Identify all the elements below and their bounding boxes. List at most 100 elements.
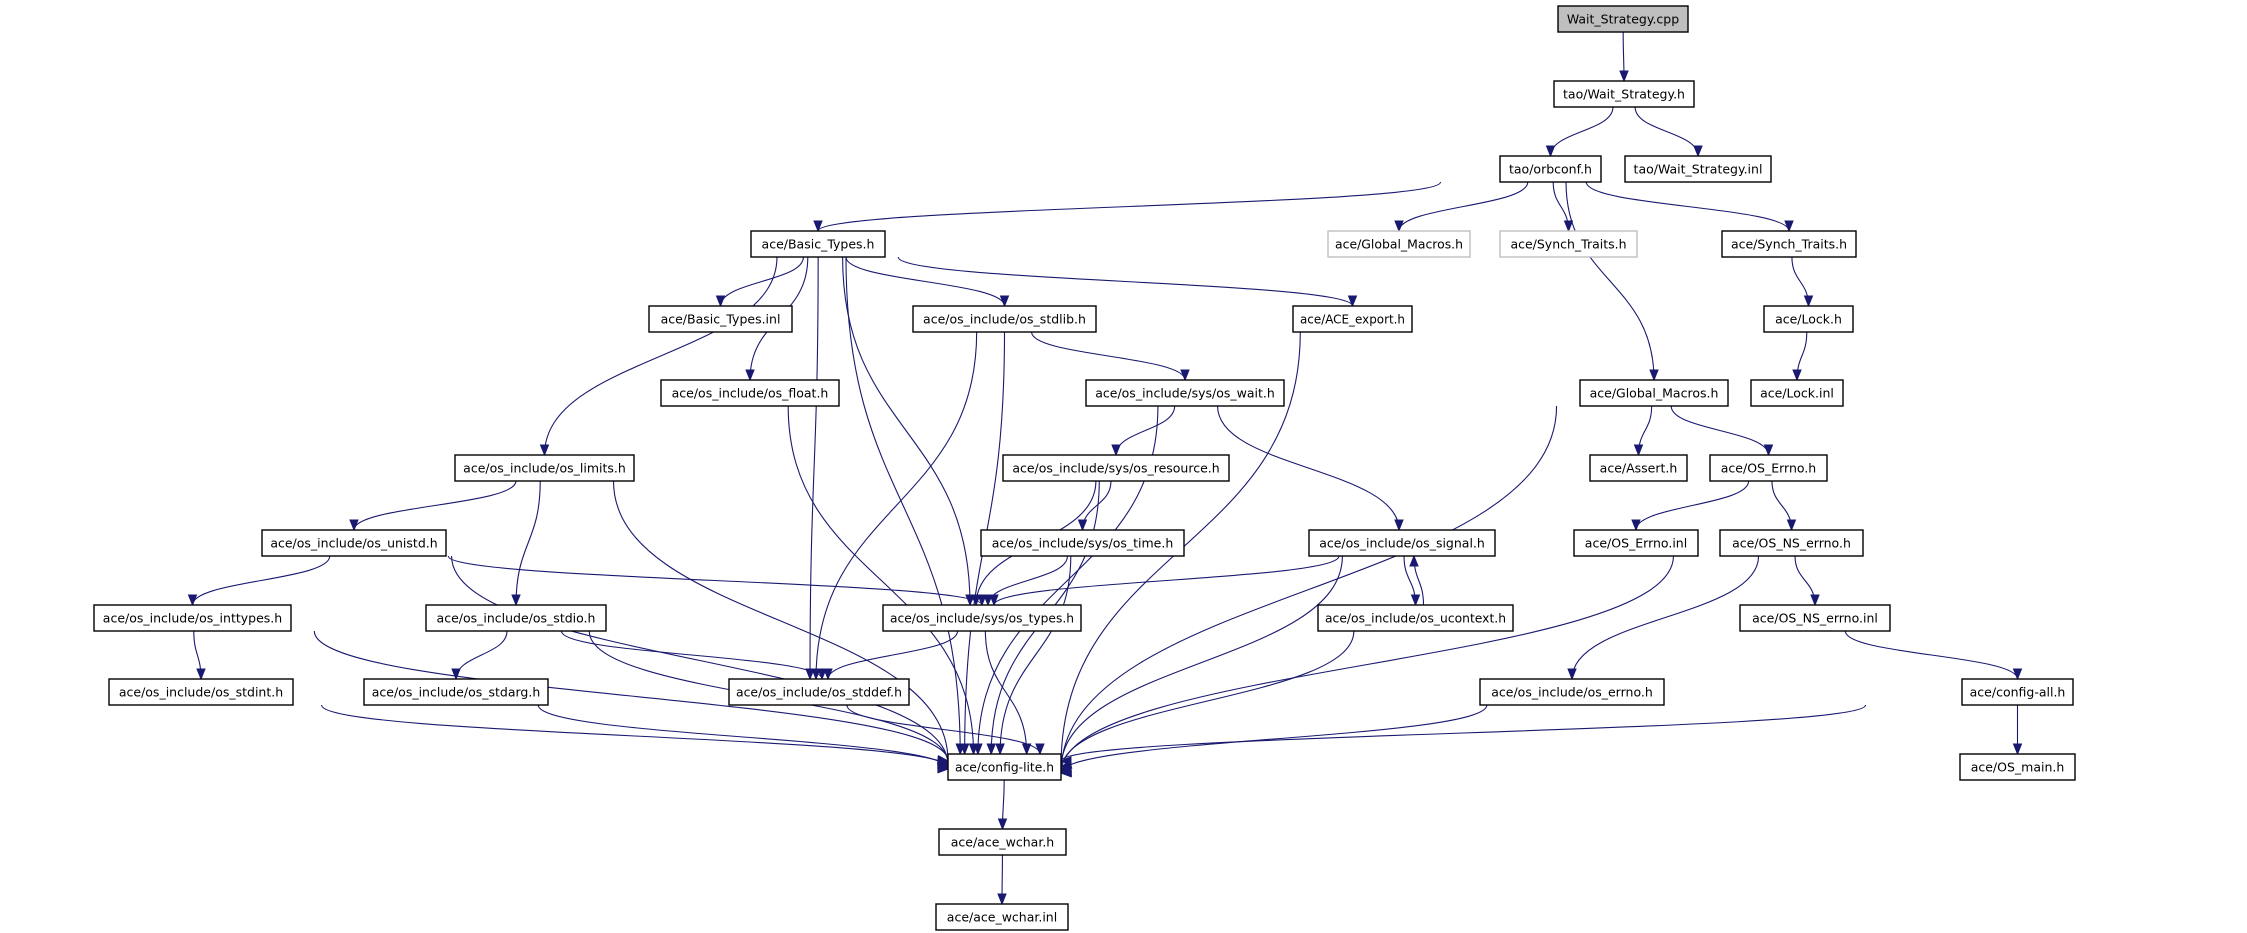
node-box[interactable]	[425, 604, 607, 632]
node-ace-os-include-os-limits-h[interactable]: ace/os_include/os_limits.h	[454, 454, 635, 482]
node-box[interactable]	[1557, 5, 1689, 33]
node-box[interactable]	[1317, 604, 1514, 632]
node-ace-os-include-os-float-h[interactable]: ace/os_include/os_float.h	[660, 379, 840, 407]
node-box[interactable]	[1573, 529, 1699, 557]
node-box[interactable]	[648, 305, 793, 333]
arrowhead-icon	[1810, 594, 1820, 607]
node-ace-os-include-os-signal-h[interactable]: ace/os_include/os_signal.h	[1308, 529, 1496, 557]
node-box[interactable]	[728, 678, 910, 706]
node-box[interactable]	[938, 828, 1067, 856]
node-ace-lock-inl[interactable]: ace/Lock.inl	[1750, 379, 1844, 407]
node-ace-os-include-os-inttypes-h[interactable]: ace/os_include/os_inttypes.h	[93, 604, 292, 632]
node-ace-config-lite-h[interactable]: ace/config-lite.h	[947, 753, 1062, 781]
node-ace-os-include-os-stdlib-h[interactable]: ace/os_include/os_stdlib.h	[912, 305, 1097, 333]
node-box[interactable]	[1553, 80, 1695, 108]
node-label: ace/OS_Errno.h	[1721, 461, 1816, 476]
node-tao-wait-strategy-h[interactable]: tao/Wait_Strategy.h	[1553, 80, 1695, 108]
node-ace-os-include-os-stddef-h[interactable]: ace/os_include/os_stddef.h	[728, 678, 910, 706]
node-label: ace/Lock.h	[1775, 312, 1842, 327]
node-ace-os-include-sys-os-time-h[interactable]: ace/os_include/sys/os_time.h	[980, 529, 1185, 557]
arrowhead-icon	[1563, 220, 1574, 233]
node-ace-ace-wchar-h[interactable]: ace/ace_wchar.h	[938, 828, 1067, 856]
node-ace-os-include-os-unistd-h[interactable]: ace/os_include/os_unistd.h	[261, 529, 447, 557]
node-ace-lock-h[interactable]: ace/Lock.h	[1763, 305, 1854, 333]
node-box[interactable]	[1709, 454, 1828, 482]
node-box[interactable]	[1961, 678, 2074, 706]
node-ace-os-ns-errno-inl[interactable]: ace/OS_NS_errno.inl	[1739, 604, 1891, 632]
node-box[interactable]	[882, 604, 1082, 632]
node-label: ace/os_include/os_stdio.h	[437, 611, 596, 626]
node-ace-os-include-sys-os-types-h[interactable]: ace/os_include/sys/os_types.h	[882, 604, 1082, 632]
edge-line	[787, 405, 975, 755]
edge-line	[984, 630, 1028, 755]
node-box[interactable]	[1589, 454, 1688, 482]
node-ace-os-include-sys-os-wait-h[interactable]: ace/os_include/sys/os_wait.h	[1085, 379, 1285, 407]
node-box[interactable]	[1750, 379, 1844, 407]
node-box[interactable]	[261, 529, 447, 557]
node-ace-config-all-h[interactable]: ace/config-all.h	[1961, 678, 2074, 706]
node-box[interactable]	[454, 454, 635, 482]
edge-line	[320, 704, 949, 768]
edge-n4-to-n10	[897, 256, 1358, 308]
node-ace-global-macros-h[interactable]: ace/Global_Macros.h	[1579, 379, 1729, 407]
node-ace-os-errno-h[interactable]: ace/OS_Errno.h	[1709, 454, 1828, 482]
node-box[interactable]	[1579, 379, 1729, 407]
node-box[interactable]	[108, 678, 294, 706]
node-box[interactable]	[93, 604, 292, 632]
node-box[interactable]	[660, 379, 840, 407]
node-box[interactable]	[980, 529, 1185, 557]
node-ace-synch-traits-h[interactable]: ace/Synch_Traits.h	[1721, 230, 1857, 258]
node-ace-basic-types-h[interactable]: ace/Basic_Types.h	[750, 230, 886, 258]
node-ace-ace-export-h[interactable]: ace/ACE_export.h	[1292, 305, 1413, 333]
node-box[interactable]	[912, 305, 1097, 333]
arrowhead-icon	[2012, 743, 2023, 756]
edge-n19-to-n23	[1631, 480, 1750, 532]
node-box[interactable]	[363, 678, 549, 706]
arrowhead-icon	[1059, 768, 1072, 778]
node-ace-os-include-os-ucontext-h[interactable]: ace/os_include/os_ucontext.h	[1317, 604, 1514, 632]
arrowhead-icon	[349, 519, 359, 532]
node-tao-wait-strategy-inl[interactable]: tao/Wait_Strategy.inl	[1624, 155, 1772, 183]
node-box[interactable]	[1624, 155, 1772, 183]
nodes-layer: Wait_Strategy.cpp tao/Wait_Strategy.h tao/…	[93, 5, 2076, 931]
node-box	[1499, 230, 1638, 258]
node-box[interactable]	[1499, 155, 1602, 183]
node-box[interactable]	[1959, 753, 2076, 781]
node-box[interactable]	[1085, 379, 1285, 407]
node-box[interactable]	[1763, 305, 1854, 333]
edge-n2-to-n7	[1585, 181, 1794, 233]
node-box[interactable]	[1479, 678, 1665, 706]
node-ace-basic-types-inl[interactable]: ace/Basic_Types.inl	[648, 305, 793, 333]
node-box[interactable]	[1002, 454, 1230, 482]
node-ace-os-errno-inl[interactable]: ace/OS_Errno.inl	[1573, 529, 1699, 557]
node-ace-os-include-os-stdint-h[interactable]: ace/os_include/os_stdint.h	[108, 678, 294, 706]
node-box[interactable]	[947, 753, 1062, 781]
edge-n1-to-n2	[1545, 106, 1614, 158]
edge-n28-to-n22	[1409, 554, 1425, 606]
node-box[interactable]	[1719, 529, 1864, 557]
node-ace-os-include-os-stdarg-h[interactable]: ace/os_include/os_stdarg.h	[363, 678, 549, 706]
node-box[interactable]	[1308, 529, 1496, 557]
arrowhead-icon	[1347, 295, 1358, 308]
arrowhead-icon	[1792, 369, 1802, 382]
node-ace-ace-wchar-inl[interactable]: ace/ace_wchar.inl	[935, 903, 1069, 931]
edge-n24-to-n33	[1567, 555, 1760, 681]
node-box[interactable]	[1721, 230, 1857, 258]
node-ace-assert-h[interactable]: ace/Assert.h	[1589, 454, 1688, 482]
node-ace-os-include-os-errno-h[interactable]: ace/os_include/os_errno.h	[1479, 678, 1665, 706]
node-ace-os-include-sys-os-resource-h[interactable]: ace/os_include/sys/os_resource.h	[1002, 454, 1230, 482]
node-ace-os-ns-errno-h[interactable]: ace/OS_NS_errno.h	[1719, 529, 1864, 557]
node-box[interactable]	[750, 230, 886, 258]
arrowhead-icon	[983, 594, 993, 607]
edge-line	[1060, 704, 1488, 774]
edge-line	[1585, 181, 1790, 232]
node-box[interactable]	[935, 903, 1069, 931]
node-wait-strategy-cpp[interactable]: Wait_Strategy.cpp	[1557, 5, 1689, 33]
node-tao-orbconf-h[interactable]: tao/orbconf.h	[1499, 155, 1602, 183]
node-box[interactable]	[1739, 604, 1891, 632]
node-box[interactable]	[1292, 305, 1413, 333]
node-ace-os-main-h[interactable]: ace/OS_main.h	[1959, 753, 2076, 781]
arrowhead-icon	[986, 743, 996, 756]
node-ace-os-include-os-stdio-h[interactable]: ace/os_include/os_stdio.h	[425, 604, 607, 632]
edge-n16-to-n26	[511, 480, 541, 607]
